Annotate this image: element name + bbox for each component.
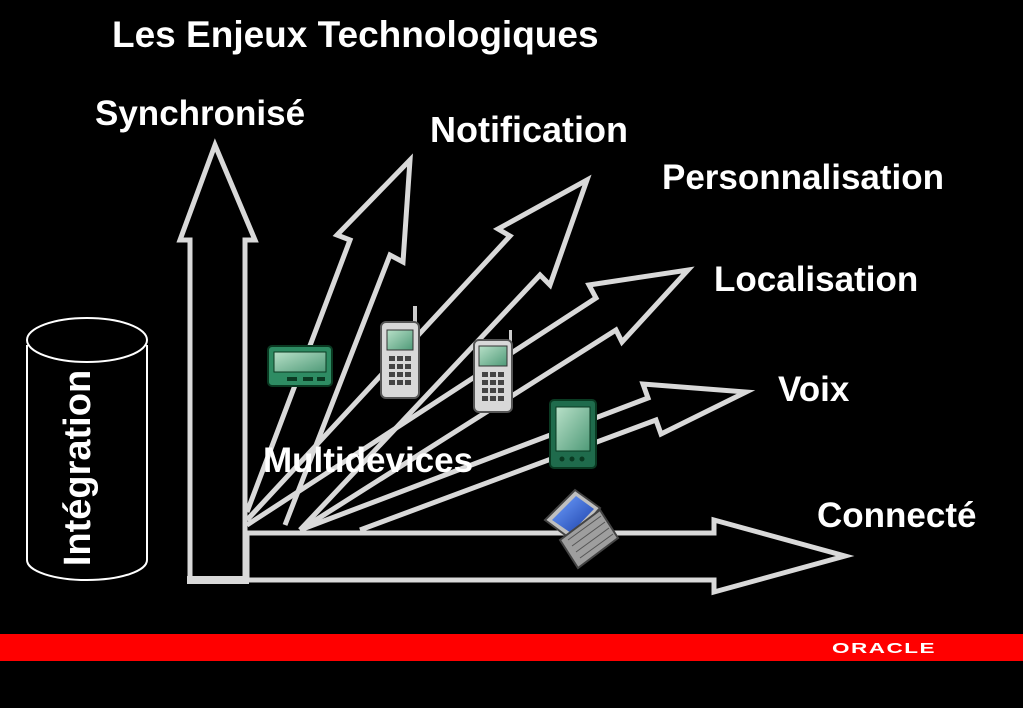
oracle-logo-text: ORACLE <box>832 640 936 656</box>
mobile-phone-icon <box>473 330 513 413</box>
slide-title: Les Enjeux Technologiques <box>112 14 599 55</box>
label-notification: Notification <box>430 109 628 150</box>
label-multidevices: Multidevices <box>263 441 474 480</box>
arrow-localisation <box>245 266 695 533</box>
mobile-phone-icon <box>380 306 420 399</box>
label-connecte: Connecté <box>817 496 977 535</box>
arrow-connecte <box>244 516 855 596</box>
arrow-personnalisation <box>245 174 592 532</box>
label-synchronise: Synchronisé <box>95 94 306 133</box>
oracle-logo: ORACLE <box>832 640 936 656</box>
label-integration: Intégration <box>57 369 99 567</box>
arrow-synchronise <box>176 138 259 583</box>
base-corner <box>187 576 249 584</box>
laptop-icon <box>543 488 620 570</box>
label-localisation: Localisation <box>714 260 919 299</box>
integration-cylinder <box>26 317 148 581</box>
label-voix: Voix <box>778 370 850 409</box>
pda-icon <box>549 399 597 469</box>
label-personnalisation: Personnalisation <box>662 158 945 197</box>
pager-icon <box>267 345 333 387</box>
arrow-notification <box>244 153 413 526</box>
footer-bar <box>0 634 1023 661</box>
arrow-voix <box>299 381 756 533</box>
